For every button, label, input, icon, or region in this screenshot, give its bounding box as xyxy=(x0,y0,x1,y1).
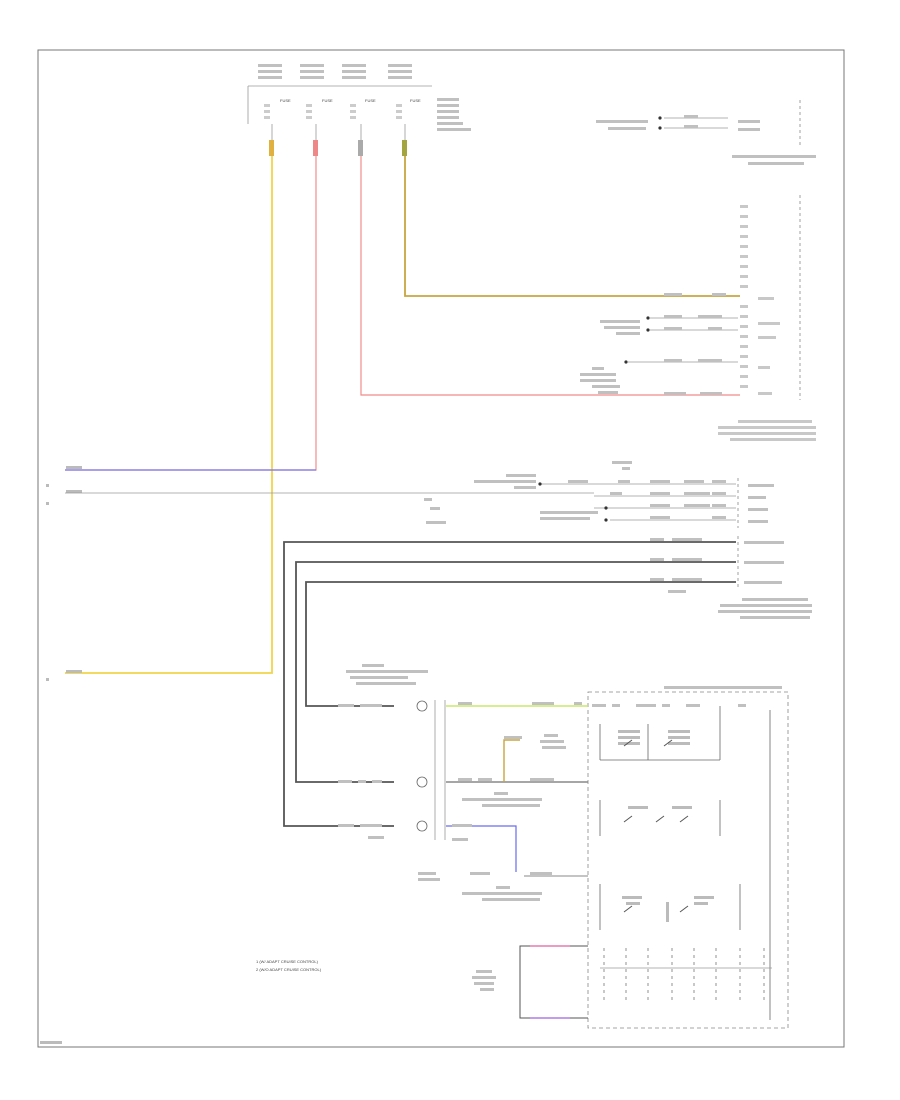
wire-red-1 xyxy=(65,150,317,471)
switch-area xyxy=(424,461,774,528)
note-1: 1 (W/ ADAPT CRUISE CONTROL) xyxy=(256,959,319,964)
note-2: 2 (W/O ADAPT CRUISE CONTROL) xyxy=(256,967,322,972)
fuse-label-3: FUSE xyxy=(365,98,376,103)
cruise-module-connector xyxy=(580,195,816,441)
fuse-symbols xyxy=(264,104,402,119)
ipc-connector xyxy=(596,100,816,165)
wire-red-2 xyxy=(360,150,740,396)
fuse-label-2: FUSE xyxy=(322,98,333,103)
left-wire-labels xyxy=(46,466,82,681)
steering-switch-box xyxy=(338,664,789,1029)
wire-yellow xyxy=(65,150,273,674)
notes: 1 (W/ ADAPT CRUISE CONTROL) 2 (W/O ADAPT… xyxy=(256,959,322,972)
wire-tan xyxy=(404,150,740,297)
fuse-wires xyxy=(65,124,740,674)
diagram-frame xyxy=(37,49,845,1048)
fuse-block: FUSE FUSE FUSE FUSE xyxy=(247,64,471,131)
fuse-label-4: FUSE xyxy=(410,98,421,103)
fuse-label-1: FUSE xyxy=(280,98,291,103)
switch-contacts xyxy=(599,706,771,1020)
